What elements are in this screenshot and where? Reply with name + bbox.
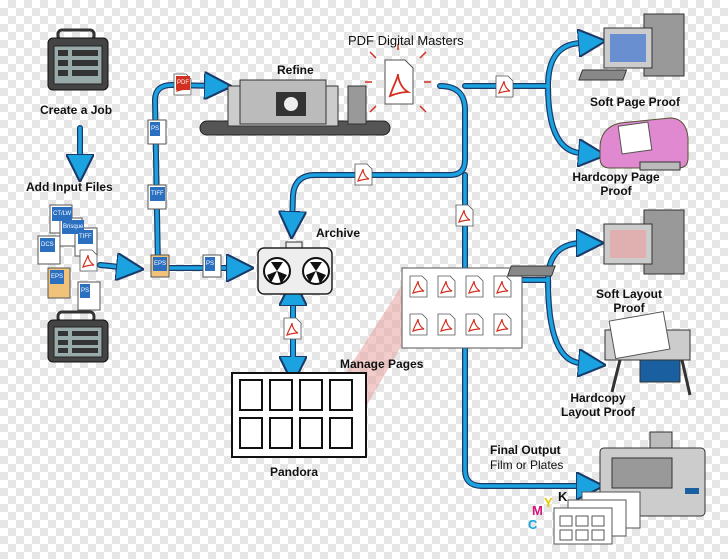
refine-machine-icon [199, 79, 391, 136]
pdf-doc-icon [354, 163, 373, 186]
ps-tag: PS [205, 257, 216, 271]
ct-lw-tag: CT/LW [52, 207, 73, 221]
hardcopy-page-proof-line1: Hardcopy Page [572, 170, 660, 184]
soft-layout-proof-line2: Proof [613, 301, 645, 315]
hardcopy-layout-proof-line1: Hardcopy [570, 391, 626, 405]
briefcase-icon [47, 310, 109, 363]
eps-tag: EPS [50, 270, 65, 284]
pandora-label: Pandora [270, 465, 319, 479]
hardcopy-page-proof-label: Hardcopy Page Proof [556, 170, 676, 198]
cmyk-y-label: Y [544, 495, 553, 510]
monitor-icon [506, 209, 685, 277]
soft-layout-proof-label: Soft Layout Proof [584, 287, 674, 315]
hardcopy-layout-proof-label: Hardcopy Layout Proof [554, 391, 642, 419]
soft-page-proof-label: Soft Page Proof [590, 95, 681, 109]
pdf-master-icon [365, 44, 431, 113]
ps-tag: PS [80, 284, 91, 298]
briefcase-icon [47, 28, 109, 91]
final-output-label: Final Output [490, 443, 561, 457]
refine-label: Refine [277, 63, 314, 77]
create-job-label: Create a Job [40, 103, 113, 117]
tiff-tag: TIFF [78, 230, 93, 244]
pdf-doc-icon [283, 317, 302, 340]
cmyk-m-label: M [532, 503, 543, 518]
pdf-masters-label: PDF Digital Masters [348, 33, 464, 48]
manage-pages-label: Manage Pages [340, 357, 424, 371]
hardcopy-page-proof-line2: Proof [600, 184, 632, 198]
archive-label: Archive [316, 226, 361, 240]
pdf-tag: PDF [176, 76, 190, 90]
hardcopy-layout-proof-line2: Layout Proof [561, 405, 635, 419]
add-input-files-label: Add Input Files [26, 180, 113, 194]
monitor-icon [578, 13, 685, 81]
manage-pages-sheet [401, 267, 523, 349]
eps-tag: EPS [153, 257, 168, 271]
cmyk-c-label: C [528, 517, 538, 532]
pandora-grid [231, 372, 367, 458]
plotter-icon [604, 311, 692, 396]
archive-device-icon [257, 241, 333, 295]
soft-layout-proof-line1: Soft Layout [596, 287, 662, 301]
color-printer-icon [599, 117, 689, 171]
pdf-doc-icon [455, 204, 474, 227]
cmyk-k-label: K [558, 489, 568, 504]
film-plates-label: Film or Plates [490, 458, 564, 472]
dcs-tag: DCS [40, 238, 55, 252]
pdf-doc-icon [495, 75, 514, 98]
film-plates-icon [553, 491, 641, 545]
ps-tag: PS [150, 122, 161, 136]
tiff-tag: TIFF [150, 187, 165, 201]
